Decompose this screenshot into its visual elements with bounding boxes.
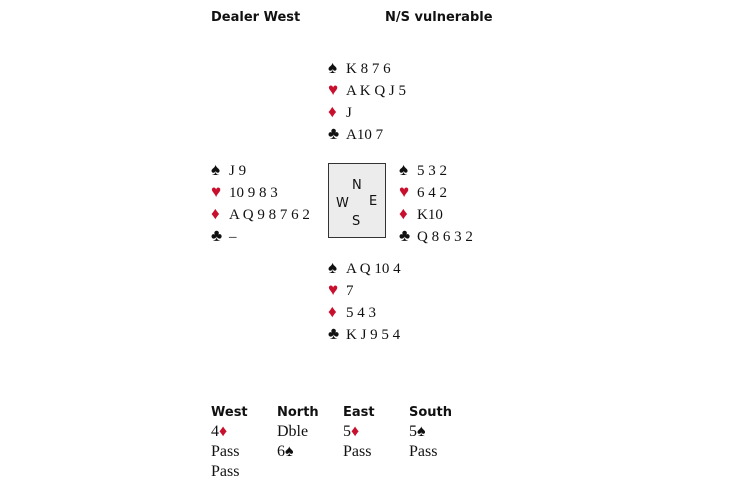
auction-header-north: North [277,405,319,420]
bid-text: 6 [277,443,285,460]
bid-text: 5 [409,423,417,440]
spade-icon: ♠ [211,160,221,179]
compass-east: E [369,194,378,209]
south-spades-line: ♠ A Q 10 4 [328,257,401,279]
auction-bid: 4♦ [211,422,277,442]
club-icon: ♣ [328,324,340,343]
bid-text: Pass [409,443,438,460]
south-spades-cards: A Q 10 4 [346,261,401,277]
north-hearts-line: ♥ A K Q J 5 [328,79,406,101]
diamond-icon: ♦ [211,204,220,223]
north-spades-line: ♠ K 8 7 6 [328,57,406,79]
east-diamonds-cards: K10 [417,207,443,223]
south-hearts-cards: 7 [346,283,354,299]
compass-south: S [352,214,361,229]
heart-icon: ♥ [328,80,339,99]
bid-text: 5 [343,423,351,440]
west-clubs-cards: – [229,229,237,245]
east-spades-line: ♠ 5 3 2 [399,159,473,181]
east-hearts-cards: 6 4 2 [417,185,447,201]
east-clubs-line: ♣ Q 8 6 3 2 [399,225,473,247]
north-diamonds-cards: J [346,105,352,121]
east-spades-cards: 5 3 2 [417,163,447,179]
north-clubs-cards: A10 7 [346,127,384,143]
bid-text: Pass [211,463,240,480]
auction-bid: Pass [343,442,409,462]
north-clubs-line: ♣ A10 7 [328,123,406,145]
auction-bid: Pass [211,462,277,482]
heart-icon: ♥ [211,182,222,201]
auction-header-west: West [211,405,248,420]
diamond-icon: ♦ [399,204,408,223]
west-hand: ♠ J 9 ♥ 10 9 8 3 ♦ A Q 9 8 7 6 2 ♣– [211,159,310,247]
bid-text: Dble [277,423,309,440]
diamond-icon: ♦ [351,423,360,440]
east-hearts-line: ♥ 6 4 2 [399,181,473,203]
spade-icon: ♠ [328,258,338,277]
spade-icon: ♠ [285,443,294,460]
diamond-icon: ♦ [219,423,228,440]
west-diamonds-cards: A Q 9 8 7 6 2 [229,207,310,223]
auction-bid: Pass [211,442,277,462]
dealer-label: Dealer West [211,10,301,25]
east-diamonds-line: ♦ K10 [399,203,473,225]
west-spades-cards: J 9 [229,163,247,179]
north-hand: ♠K 8 7 6♥A K Q J 5♦J♣A10 7 [328,57,406,145]
compass-box: N E S W [328,163,386,238]
south-diamonds-line: ♦ 5 4 3 [328,301,401,323]
south-hand: ♠A Q 10 4♥7♦5 4 3♣K J 9 5 4 [328,257,401,345]
compass-north: N [352,178,362,193]
diamond-icon: ♦ [328,102,337,121]
bid-text: 4 [211,423,219,440]
club-icon: ♣ [328,124,340,143]
club-icon: ♣ [211,226,223,245]
west-spades-line: ♠ J 9 [211,159,310,181]
spade-icon: ♠ [328,58,338,77]
diamond-icon: ♦ [328,302,337,321]
bid-text: Pass [343,443,372,460]
auction-bid: 5♦ [343,422,409,442]
west-hearts-cards: 10 9 8 3 [229,185,278,201]
east-clubs-cards: Q 8 6 3 2 [417,229,473,245]
auction-bid: Dble [277,422,343,442]
auction-bid: 6♠ [277,442,343,462]
south-diamonds-cards: 5 4 3 [346,305,376,321]
heart-icon: ♥ [399,182,410,201]
spade-icon: ♠ [399,160,409,179]
west-hearts-line: ♥ 10 9 8 3 [211,181,310,203]
east-hand: ♠ 5 3 2 ♥ 6 4 2 ♦ K10 ♣ Q 8 6 3 2 [399,159,473,247]
bid-text: Pass [211,443,240,460]
south-clubs-cards: K J 9 5 4 [346,327,401,343]
vulnerability-label: N/S vulnerable [385,10,493,25]
west-clubs-line: ♣– [211,225,310,247]
south-clubs-line: ♣ K J 9 5 4 [328,323,401,345]
auction-bid: Pass [409,442,475,462]
north-diamonds-line: ♦J [328,101,406,123]
west-diamonds-line: ♦ A Q 9 8 7 6 2 [211,203,310,225]
auction-header-south: South [409,405,453,420]
heart-icon: ♥ [328,280,339,299]
auction-bid: 5♠ [409,422,475,442]
spade-icon: ♠ [417,423,426,440]
club-icon: ♣ [399,226,411,245]
north-spades-cards: K 8 7 6 [346,61,391,77]
north-hearts-cards: A K Q J 5 [346,83,407,99]
compass-west: W [336,196,349,211]
auction-header-east: East [343,405,375,420]
south-hearts-line: ♥7 [328,279,401,301]
